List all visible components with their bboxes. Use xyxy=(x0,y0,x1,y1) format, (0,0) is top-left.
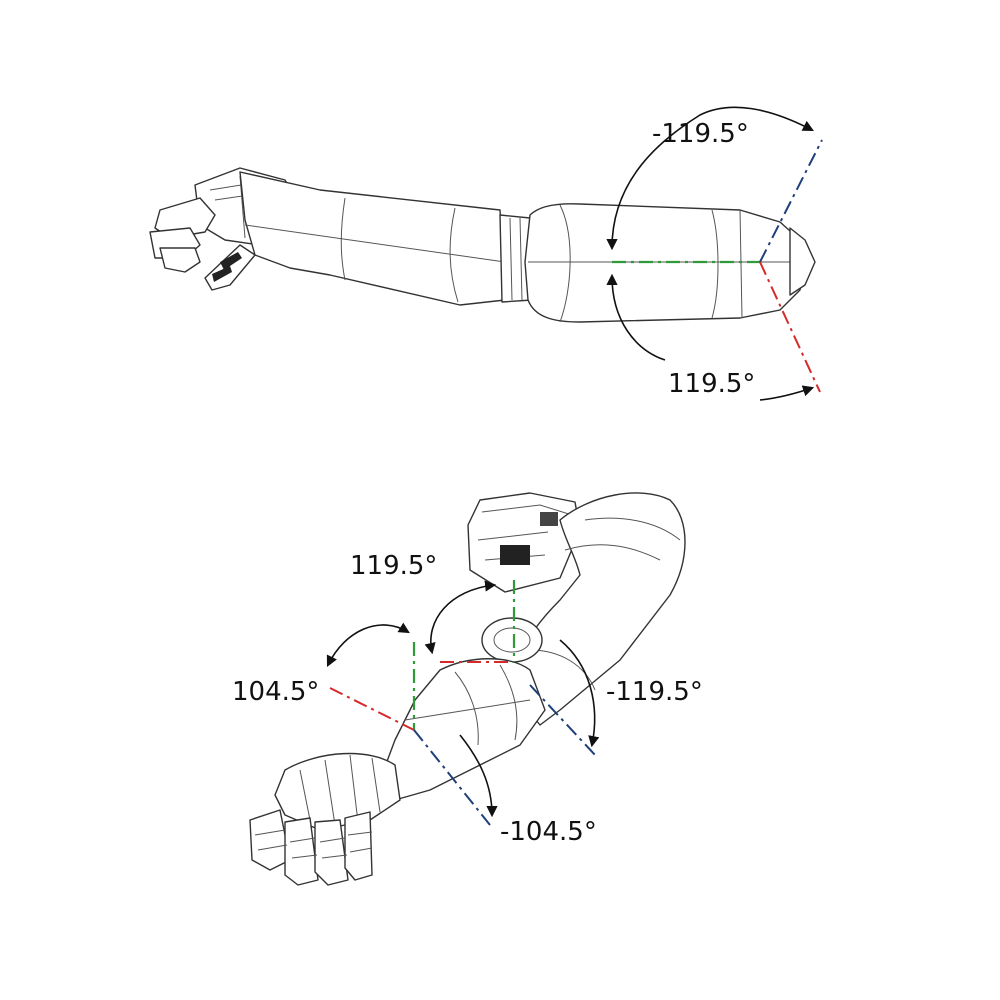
top-forearm xyxy=(239,171,506,306)
perspective-blue-axis-elbow xyxy=(413,729,491,826)
perspective-forearm xyxy=(379,658,546,801)
perspective-view: 119.5° 104.5° -119.5° -104.5° xyxy=(232,492,703,886)
perspective-angle-shoulder-neg-label: -119.5° xyxy=(606,677,703,707)
perspective-arc-shoulder-neg xyxy=(559,639,600,748)
perspective-blue-axis-shoulder xyxy=(529,684,596,756)
top-angle-lower-label: 119.5° xyxy=(668,369,755,399)
top-lower-angle-arc-left xyxy=(606,273,666,361)
perspective-red-axis-elbow xyxy=(329,687,415,731)
perspective-hand xyxy=(249,752,401,886)
perspective-upper-arm xyxy=(514,492,686,726)
top-view: -119.5° 119.5° xyxy=(149,106,823,401)
top-red-axis xyxy=(759,261,821,393)
top-upper-arm xyxy=(524,203,806,323)
perspective-angle-elbow-pos-label: 104.5° xyxy=(232,677,319,707)
perspective-arc-elbow-neg xyxy=(459,734,498,818)
top-thumb xyxy=(204,244,256,291)
perspective-angle-shoulder-label: 119.5° xyxy=(350,551,437,581)
top-lower-angle-arc-right xyxy=(759,385,815,401)
perspective-arc-elbow-pos xyxy=(326,622,410,668)
top-elbow-joint xyxy=(499,214,533,303)
perspective-elbow xyxy=(481,617,543,663)
top-shoulder-cap xyxy=(789,227,816,296)
shoulder-mount xyxy=(467,492,581,593)
top-upper-angle-arc xyxy=(606,106,814,251)
top-angle-upper-label: -119.5° xyxy=(652,119,749,149)
perspective-angle-elbow-neg-label: -104.5° xyxy=(500,817,597,847)
perspective-arc-shoulder xyxy=(424,580,497,655)
